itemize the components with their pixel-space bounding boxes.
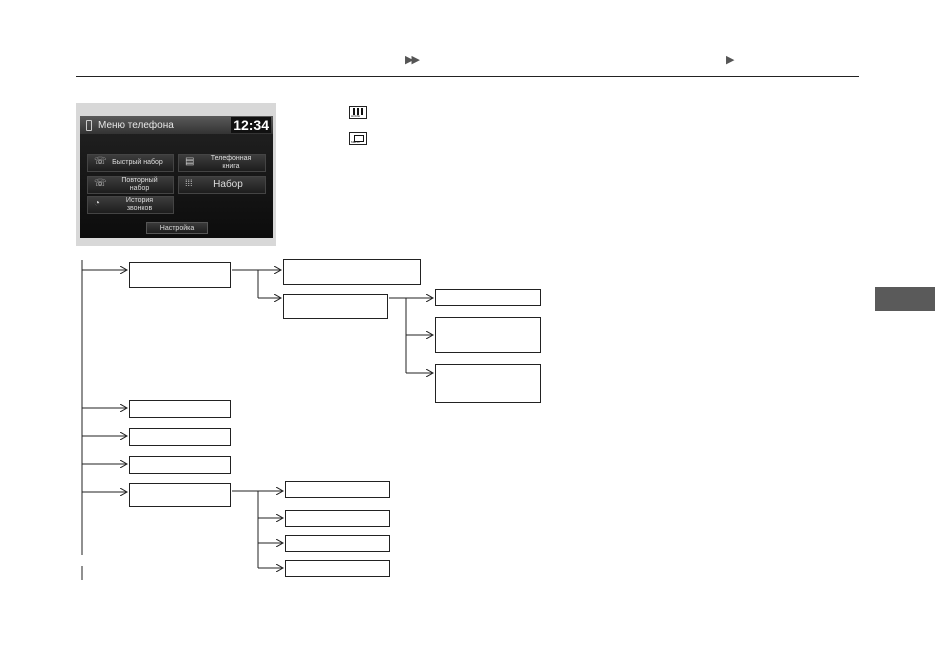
tree-box-l3-b xyxy=(435,317,541,353)
dial-button[interactable]: ⁞⁞⁞ Набор xyxy=(178,176,266,194)
call-history-label: История звонков xyxy=(125,197,154,212)
speed-dial-button[interactable]: ☏ Быстрый набор xyxy=(87,154,174,172)
dial-label: Набор xyxy=(213,179,243,190)
history-icon: ◔ xyxy=(94,198,101,209)
speed-dial-label: Быстрый набор xyxy=(112,159,163,166)
tree-box-l2-d xyxy=(285,510,390,527)
keypad-icon: ⁞⁞⁞ xyxy=(185,178,193,188)
book-icon: ▤ xyxy=(185,156,195,167)
tree-box-dial xyxy=(129,456,231,474)
tree-box-call-history xyxy=(129,483,231,507)
arrow-right-icon: ▶ xyxy=(726,54,735,66)
tree-box-l3-c xyxy=(435,364,541,403)
tree-box-l3-a xyxy=(435,289,541,306)
tree-box-l2-a xyxy=(283,259,421,285)
call-history-button[interactable]: ◔ История звонков xyxy=(87,196,174,214)
tree-box-redial xyxy=(129,428,231,446)
tree-box-l2-e xyxy=(285,535,390,552)
header-rule xyxy=(76,76,859,77)
menu-key-icon: MENU xyxy=(349,132,367,145)
phonebook-label: Телефонная книга xyxy=(210,155,252,170)
menu-key-label: MENU xyxy=(351,140,360,144)
phone-menu-screen: Меню телефона 12:34 ☏ Быстрый набор ▤ Те… xyxy=(80,116,273,238)
home-key-icon: HOME xyxy=(349,106,367,119)
screen-header: Меню телефона 12:34 xyxy=(80,116,273,134)
redial-label: Повторный набор xyxy=(121,177,158,192)
phonebook-button[interactable]: ▤ Телефонная книга xyxy=(178,154,266,172)
redial-icon: ☏ xyxy=(94,178,107,189)
tree-box-l2-b xyxy=(283,294,388,319)
home-key-label: HOME xyxy=(351,114,360,118)
tree-box-phonebook xyxy=(129,400,231,418)
screen-title: Меню телефона xyxy=(98,120,174,131)
phone-icon xyxy=(86,120,92,131)
forward-arrows-icon: ▶▶ xyxy=(405,54,420,66)
section-tab xyxy=(875,287,935,311)
phone-speed-icon: ☏ xyxy=(94,156,107,167)
tree-box-l2-c xyxy=(285,481,390,498)
redial-button[interactable]: ☏ Повторный набор xyxy=(87,176,174,194)
tree-box-l2-f xyxy=(285,560,390,577)
tree-box-speed-dial xyxy=(129,262,231,288)
screen-clock: 12:34 xyxy=(231,117,271,133)
setup-button[interactable]: Настройка xyxy=(146,222,208,234)
